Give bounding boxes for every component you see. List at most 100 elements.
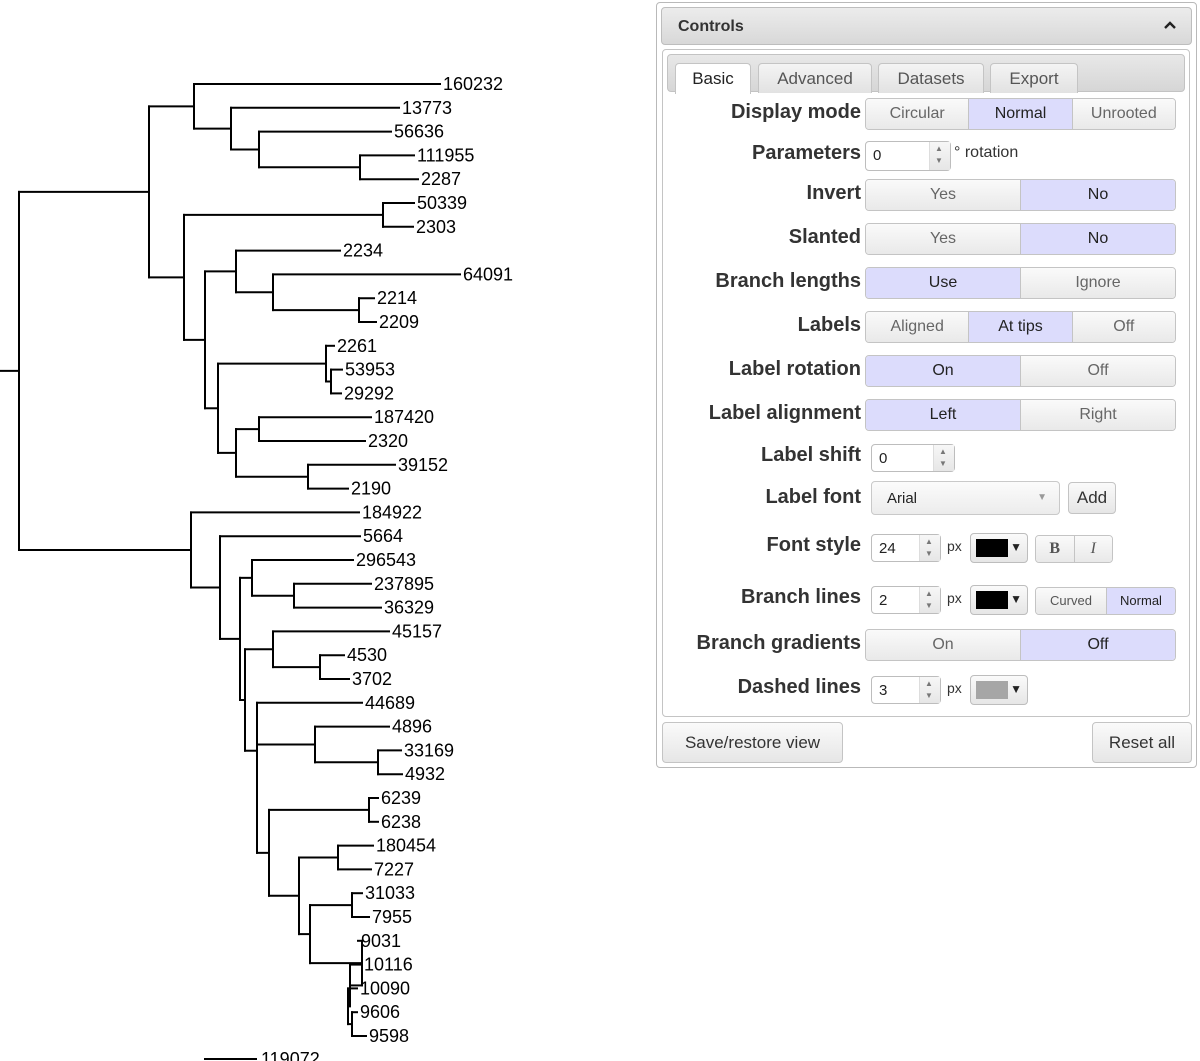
- label-rotation-off-button[interactable]: Off: [1020, 356, 1175, 386]
- controls-panel: Controls Basic Advanced Datasets Export …: [656, 2, 1197, 768]
- controls-header[interactable]: Controls: [661, 7, 1192, 45]
- chevron-up-icon[interactable]: [1163, 17, 1177, 33]
- label-shift-label: Label shift: [760, 444, 861, 466]
- font-style-buttons: B I: [1035, 535, 1113, 563]
- labels-off-button[interactable]: Off: [1071, 312, 1175, 342]
- stepper-up-icon[interactable]: ▲: [939, 447, 947, 456]
- font-size-unit: px: [947, 538, 962, 554]
- italic-button[interactable]: I: [1073, 536, 1112, 562]
- branch-gradients-label: Branch gradients: [696, 632, 861, 654]
- controls-title: Controls: [678, 18, 744, 35]
- tab-advanced[interactable]: Advanced: [758, 63, 872, 93]
- tab-basic[interactable]: Basic: [675, 63, 751, 94]
- stepper-up-icon[interactable]: ▲: [925, 537, 933, 546]
- leaf-label: 119072: [261, 1049, 320, 1061]
- leaf-label: 3702: [352, 669, 392, 689]
- add-font-button[interactable]: Add: [1068, 482, 1116, 514]
- branch-curved-button[interactable]: Curved: [1036, 588, 1106, 614]
- leaf-label: 33169: [404, 740, 454, 760]
- rotation-unit: ° rotation: [954, 144, 1019, 161]
- slanted-no-button[interactable]: No: [1020, 224, 1175, 254]
- leaf-label: 31033: [365, 883, 415, 903]
- label-shift-value: 0: [879, 450, 888, 467]
- label-rotation-on-button[interactable]: On: [866, 356, 1020, 386]
- invert-no-button[interactable]: No: [1020, 180, 1175, 210]
- rotation-value: 0: [873, 147, 882, 164]
- tab-export[interactable]: Export: [990, 63, 1078, 93]
- stepper-down-icon[interactable]: ▼: [935, 156, 943, 165]
- stepper-down-icon[interactable]: ▼: [925, 601, 933, 610]
- label-font-label: Label font: [765, 486, 861, 508]
- leaf-label: 4530: [347, 645, 387, 665]
- branch-lengths-label: Branch lengths: [715, 270, 861, 292]
- branch-lines-label: Branch lines: [740, 586, 861, 608]
- label-rotation-toggle: On Off: [865, 355, 1176, 387]
- leaf-label: 39152: [398, 455, 448, 475]
- labels-at-tips-button[interactable]: At tips: [968, 312, 1072, 342]
- slanted-yes-button[interactable]: Yes: [866, 224, 1020, 254]
- caret-down-icon: ▼: [1010, 592, 1022, 606]
- tab-datasets[interactable]: Datasets: [878, 63, 984, 93]
- stepper-down-icon[interactable]: ▼: [925, 691, 933, 700]
- branch-color-picker[interactable]: ▼: [970, 585, 1028, 615]
- branch-lengths-ignore-button[interactable]: Ignore: [1020, 268, 1175, 298]
- invert-yes-button[interactable]: Yes: [866, 180, 1020, 210]
- branch-gradients-toggle: On Off: [865, 629, 1176, 661]
- display-mode-circular-button[interactable]: Circular: [866, 99, 969, 129]
- branch-gradients-on-button[interactable]: On: [866, 630, 1020, 660]
- label-alignment-left-button[interactable]: Left: [866, 400, 1020, 430]
- stepper-up-icon[interactable]: ▲: [925, 679, 933, 688]
- dash-size-stepper[interactable]: 3 ▲▼: [871, 676, 941, 704]
- branch-gradients-row: Branch gradients On Off: [663, 628, 1191, 662]
- labels-aligned-button[interactable]: Aligned: [866, 312, 969, 342]
- label-font-select[interactable]: Arial ▼: [871, 481, 1060, 515]
- dashed-lines-label: Dashed lines: [737, 676, 861, 698]
- branch-width-value: 2: [879, 592, 888, 609]
- label-alignment-right-button[interactable]: Right: [1020, 400, 1175, 430]
- reset-all-button[interactable]: Reset all: [1092, 722, 1192, 763]
- parameters-row: Parameters 0 ▲▼ ° rotation: [663, 139, 1191, 173]
- save-restore-view-button[interactable]: Save/restore view: [662, 722, 843, 763]
- leaf-label: 50339: [417, 193, 467, 213]
- font-color-picker[interactable]: ▼: [970, 533, 1028, 563]
- stepper-up-icon[interactable]: ▲: [925, 589, 933, 598]
- stepper-up-icon[interactable]: ▲: [935, 144, 943, 153]
- leaf-label: 2261: [337, 336, 377, 356]
- labels-toggle: Aligned At tips Off: [865, 311, 1176, 343]
- phylogenetic-tree: 1602321377356636111955228750339230322346…: [0, 74, 513, 1061]
- display-mode-unrooted-button[interactable]: Unrooted: [1071, 99, 1175, 129]
- leaf-label: 187420: [374, 407, 434, 427]
- leaf-label: 64091: [463, 264, 513, 284]
- font-style-row: Font style 24 ▲▼ px ▼ B I: [663, 530, 1191, 564]
- leaf-label: 7955: [372, 907, 412, 927]
- leaf-label: 5664: [363, 526, 403, 546]
- leaf-label: 2320: [368, 431, 408, 451]
- dash-color-picker[interactable]: ▼: [970, 675, 1028, 705]
- display-mode-row: Display mode Circular Normal Unrooted: [663, 97, 1191, 131]
- rotation-stepper[interactable]: 0 ▲ ▼: [865, 141, 951, 171]
- dash-color-chip: [976, 681, 1008, 699]
- font-color-chip: [976, 539, 1008, 557]
- branch-lengths-use-button[interactable]: Use: [866, 268, 1020, 298]
- display-mode-toggle: Circular Normal Unrooted: [865, 98, 1176, 130]
- label-rotation-row: Label rotation On Off: [663, 354, 1191, 388]
- label-font-row: Label font Arial ▼ Add: [663, 480, 1191, 515]
- slanted-label: Slanted: [788, 226, 861, 248]
- font-size-stepper[interactable]: 24 ▲▼: [871, 534, 941, 562]
- branch-gradients-off-button[interactable]: Off: [1020, 630, 1175, 660]
- branch-style-toggle: Curved Normal: [1035, 587, 1176, 615]
- leaf-label: 180454: [376, 836, 436, 856]
- branch-width-unit: px: [947, 590, 962, 606]
- branch-width-stepper[interactable]: 2 ▲ ▼: [871, 586, 941, 614]
- display-mode-normal-button[interactable]: Normal: [968, 99, 1072, 129]
- leaf-label: 10090: [360, 978, 410, 998]
- leaf-label: 9598: [369, 1026, 409, 1046]
- stepper-down-icon[interactable]: ▼: [939, 459, 947, 468]
- branch-normal-button[interactable]: Normal: [1106, 588, 1175, 614]
- bold-button[interactable]: B: [1036, 536, 1074, 562]
- leaf-label: 296543: [356, 550, 416, 570]
- leaf-label: 6239: [381, 788, 421, 808]
- stepper-down-icon[interactable]: ▼: [925, 549, 933, 558]
- label-shift-stepper[interactable]: 0 ▲ ▼: [871, 444, 955, 472]
- tab-bar: Basic Advanced Datasets Export: [667, 54, 1185, 94]
